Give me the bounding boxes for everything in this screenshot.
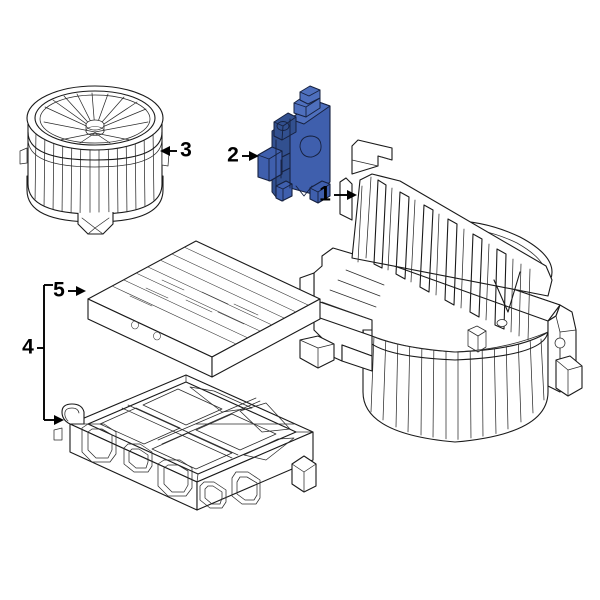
- filter-pleat-lines: [111, 246, 309, 345]
- part-2-blower-motor-resistor: [257, 85, 331, 204]
- callout-3-arrowhead: [160, 146, 170, 156]
- callout-5-label: 5: [53, 279, 65, 302]
- callout-2-arrowhead: [249, 151, 259, 161]
- callout-1-arrowhead: [347, 190, 357, 200]
- part-4-cabin-filter-frame: [53, 374, 317, 511]
- callout-4-arrowhead: [54, 415, 64, 425]
- callout-5: 5: [53, 279, 86, 302]
- callout-2-label: 2: [227, 144, 239, 167]
- callout-1: 1: [319, 183, 357, 206]
- callout-5-arrowhead: [76, 286, 86, 296]
- callout-4: 4: [22, 284, 64, 425]
- part-5-cabin-air-filter-element: [87, 240, 321, 378]
- callout-4-label: 4: [22, 336, 34, 359]
- callout-1-label: 1: [319, 183, 331, 206]
- part-3-blower-fan-wheel: [19, 85, 170, 235]
- callout-3: 3: [160, 139, 192, 162]
- housing-fins: [357, 176, 531, 341]
- callout-3-label: 3: [180, 139, 192, 162]
- part-1-blower-motor-housing: [299, 139, 583, 443]
- callout-2: 2: [227, 144, 259, 167]
